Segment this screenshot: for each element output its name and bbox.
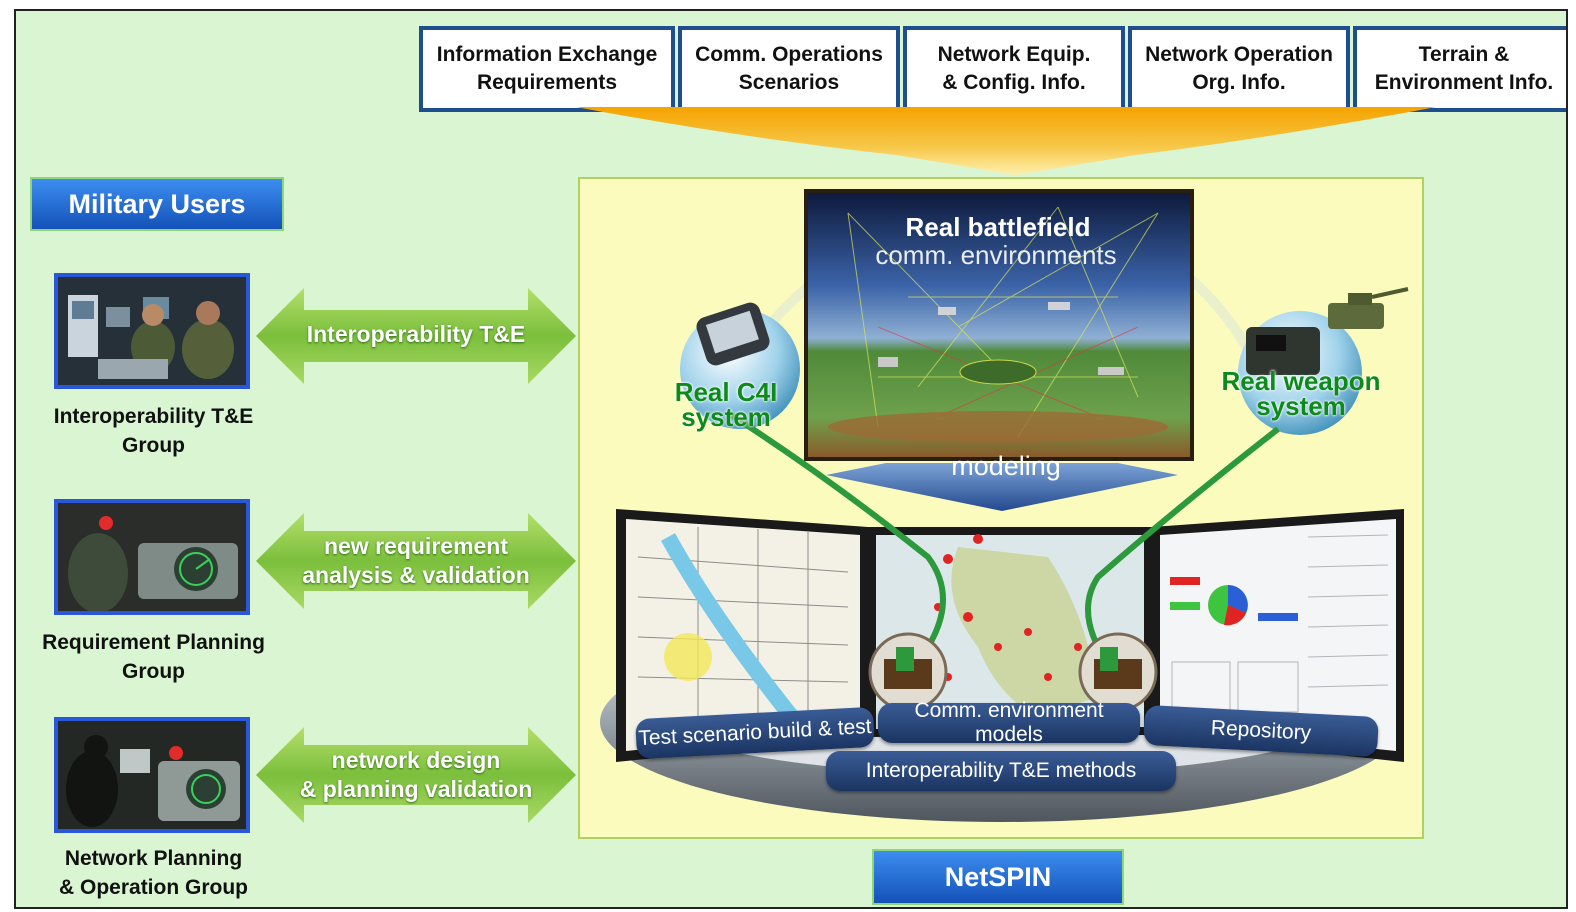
input-box-comm-operations: Comm. Operations Scenarios	[678, 26, 900, 112]
network-planning-group-photo	[54, 717, 250, 833]
diagram-frame: Information Exchange Requirements Comm. …	[14, 9, 1568, 909]
real-c4i-label: Real C4I system	[674, 377, 778, 432]
input-box-network-operation-org: Network Operation Org. Info.	[1128, 26, 1350, 112]
interoperability-te-arrow-label: Interoperability T&E	[306, 321, 526, 347]
comm-environment-module: Comm. environment models	[878, 699, 1140, 746]
requirement-group-label: Requirement Planning Group	[42, 631, 265, 683]
requirement-analysis-arrow	[256, 513, 576, 609]
interoperability-te-arrow	[256, 288, 576, 384]
interoperability-group-photo	[54, 273, 250, 389]
interoperability-group-label: Interoperability T&E Group	[53, 405, 254, 457]
input-box-terrain-environment: Terrain & Environment Info.	[1353, 26, 1566, 112]
network-planning-group-label: Network Planning & Operation Group	[59, 847, 248, 899]
battlefield-title: Real battlefield	[905, 212, 1091, 242]
requirement-analysis-arrow-label: new requirement analysis & validation	[302, 533, 530, 588]
military-users-label: Military Users	[30, 177, 284, 231]
modeling-label: modeling	[951, 451, 1061, 481]
real-weapon-label: Real weapon system	[1221, 366, 1381, 421]
battlefield-subtitle: comm. environments	[875, 240, 1117, 270]
network-design-arrow-label: network design & planning validation	[299, 747, 533, 802]
netspin-label: NetSPIN	[872, 849, 1124, 905]
funnel-arrow	[576, 107, 1436, 175]
input-box-information-exchange: Information Exchange Requirements	[419, 26, 675, 112]
te-methods-module: Interoperability T&E methods	[826, 751, 1176, 791]
input-box-network-equip: Network Equip. & Config. Info.	[903, 26, 1125, 112]
requirement-group-photo	[54, 499, 250, 615]
network-design-arrow	[256, 727, 576, 823]
